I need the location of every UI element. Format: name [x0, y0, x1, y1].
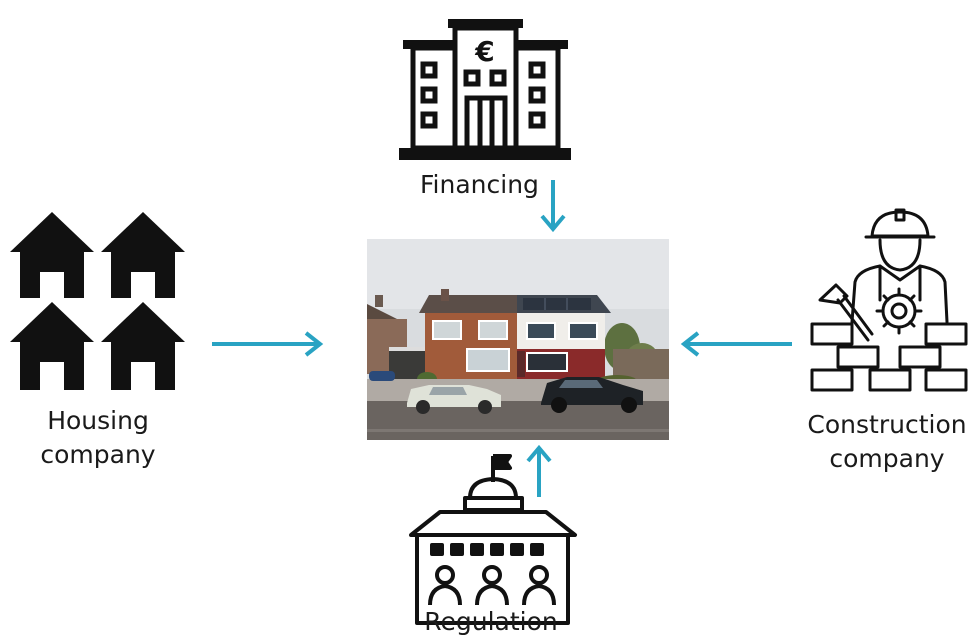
construction-company-line2: company — [829, 443, 945, 473]
housing-company-line2: company — [40, 439, 156, 469]
financing-label: Financing — [420, 170, 539, 199]
euro-symbol: € — [474, 35, 494, 68]
housing-company-label: Housing company — [18, 404, 178, 472]
construction-company-line1: Construction — [807, 410, 967, 439]
construction-arrow — [680, 331, 792, 357]
four-houses-icon — [10, 212, 185, 390]
regulation-arrow — [526, 444, 552, 497]
housing-arrow — [212, 331, 324, 357]
construction-worker-bricks-icon — [810, 208, 968, 392]
construction-company-label: Construction company — [800, 408, 974, 476]
houses-street-photo — [367, 239, 669, 440]
financing-arrow — [540, 180, 566, 233]
bank-building-euro-icon — [399, 19, 571, 160]
government-building-people-icon — [409, 454, 577, 625]
housing-company-line1: Housing — [47, 406, 149, 435]
regulation-label: Regulation — [424, 607, 558, 636]
arrows — [212, 180, 792, 497]
